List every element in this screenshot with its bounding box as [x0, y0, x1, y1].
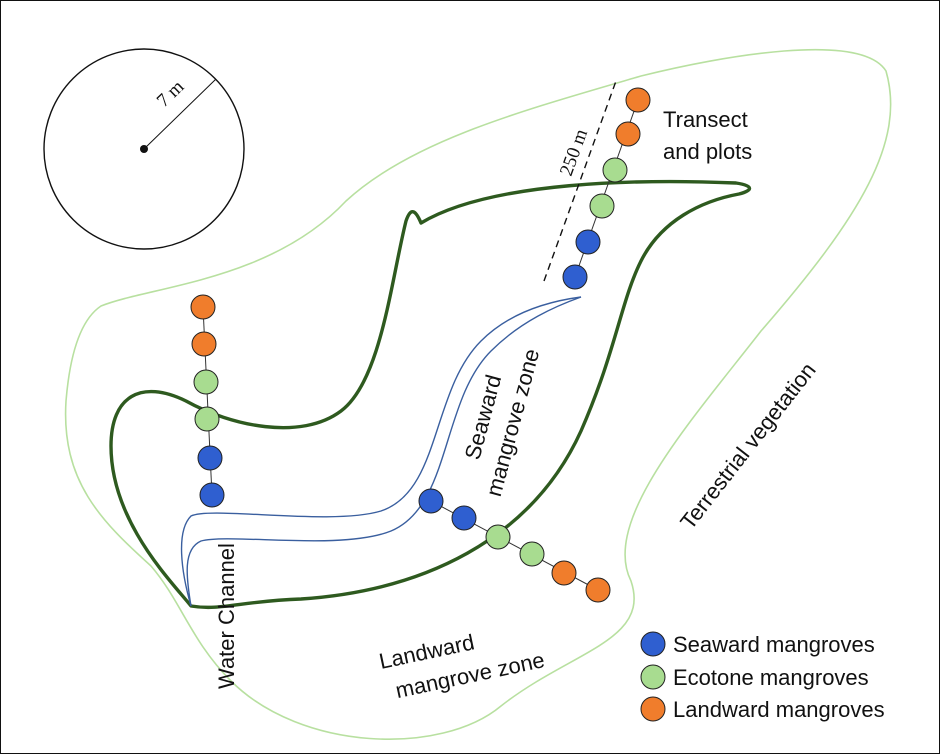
transect-label-line1: Transect [663, 107, 748, 132]
water-channel-bank-lower [186, 296, 582, 607]
plot-marker-landward [190, 294, 216, 320]
water-channel-label: Water Channel [214, 543, 239, 689]
plot-marker-ecotone [193, 369, 219, 395]
seaward-zone-label: Seaward mangrove zone [460, 346, 545, 499]
legend-swatch [640, 631, 666, 657]
transect-top [562, 87, 651, 290]
plot-marker-ecotone [194, 406, 220, 432]
zone-boundary [109, 179, 752, 610]
plot-marker-seaward [562, 264, 588, 290]
transect-left [190, 294, 225, 508]
plot-marker-ecotone [589, 193, 615, 219]
legend-swatch [640, 664, 666, 690]
plot-marker-landward [625, 87, 651, 113]
plot-marker-seaward [197, 445, 223, 471]
water-channel-bank-upper [180, 296, 582, 607]
plot-marker-seaward [451, 505, 477, 531]
legend-label: Seaward mangroves [673, 632, 875, 657]
transect-label-line2: and plots [663, 139, 752, 164]
legend-item-landward: Landward mangroves [640, 696, 885, 722]
plot-marker-seaward [199, 482, 225, 508]
plot-radius-line [143, 78, 217, 150]
plot-marker-ecotone [602, 157, 628, 183]
plot-marker-landward [615, 121, 641, 147]
transect-length-label: 250 m [556, 126, 592, 179]
legend: Seaward mangroves Ecotone mangroves Land… [640, 631, 885, 722]
terrestrial-label: Terrestrial vegetation [675, 358, 820, 534]
legend-label: Landward mangroves [673, 697, 885, 722]
plot-marker-ecotone [485, 524, 511, 550]
plot-scale-circle [43, 48, 245, 250]
legend-label: Ecotone mangroves [673, 665, 869, 690]
plot-marker-seaward [418, 488, 444, 514]
plot-marker-ecotone [519, 541, 545, 567]
plot-marker-seaward [575, 229, 601, 255]
transect-middle [418, 488, 611, 603]
plot-marker-landward [585, 577, 611, 603]
plot-center-dot [140, 145, 148, 153]
outer-boundary [64, 48, 892, 740]
legend-swatch [640, 696, 666, 722]
legend-item-ecotone: Ecotone mangroves [640, 664, 869, 690]
plot-marker-landward [191, 331, 217, 357]
radius-label: 7 m [153, 76, 189, 111]
legend-item-seaward: Seaward mangroves [640, 631, 875, 657]
plot-marker-landward [551, 560, 577, 586]
